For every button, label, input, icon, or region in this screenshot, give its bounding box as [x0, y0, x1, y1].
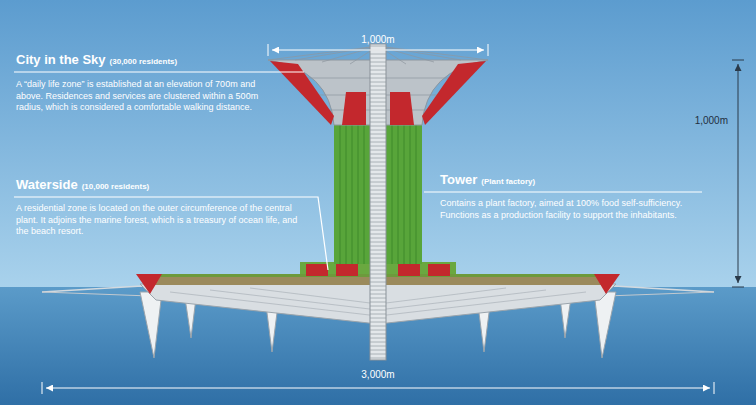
tower-base-block: [398, 264, 420, 276]
callout-subheading: (10,000 residents): [82, 182, 150, 192]
callout-body: A “daily life zone” is established at an…: [16, 79, 271, 114]
float-leg: [140, 292, 162, 358]
float-leg: [594, 292, 616, 358]
dimension-tick: [714, 382, 715, 394]
outer-ring: [606, 292, 714, 296]
dimension-tick: [732, 287, 744, 288]
dimension-label: 3,000m: [361, 368, 394, 381]
dimension-tick: [732, 60, 744, 61]
canopy-red: [270, 61, 334, 125]
canopy-red: [342, 92, 366, 125]
leader-line: [424, 191, 702, 192]
dimension-line: [738, 64, 739, 283]
deck-end: [594, 274, 620, 294]
callout-heading: Waterside: [16, 177, 78, 194]
dimension-label: 1,000m: [695, 114, 728, 127]
callout-heading: City in the Sky: [16, 52, 106, 69]
outer-ring: [42, 286, 142, 292]
tower-base-block: [336, 264, 358, 276]
canopy-red: [390, 92, 414, 125]
dimension-tick: [268, 44, 269, 56]
tower-base-block: [428, 264, 450, 276]
callout-heading: Tower: [440, 172, 477, 189]
dimension-line: [272, 50, 484, 51]
callout-subheading: (Plant factory): [481, 177, 535, 187]
callout-subheading: (30,000 residents): [110, 57, 178, 67]
central-shaft: [370, 44, 386, 360]
dimension-label: 1,000m: [361, 33, 394, 46]
callout-body: Contains a plant factory, aimed at 100% …: [440, 198, 710, 221]
dimension-tick: [488, 44, 489, 56]
leader-line: [14, 71, 304, 72]
outer-ring: [614, 286, 714, 292]
deck-end: [136, 274, 162, 294]
canopy-red: [422, 61, 486, 125]
outer-ring: [42, 292, 150, 296]
dimension-tick: [42, 382, 43, 394]
callout-body: A residential zone is located on the out…: [16, 203, 308, 238]
leader-line: [14, 197, 328, 270]
dimension-line: [46, 388, 710, 389]
tower-base-block: [306, 264, 328, 276]
